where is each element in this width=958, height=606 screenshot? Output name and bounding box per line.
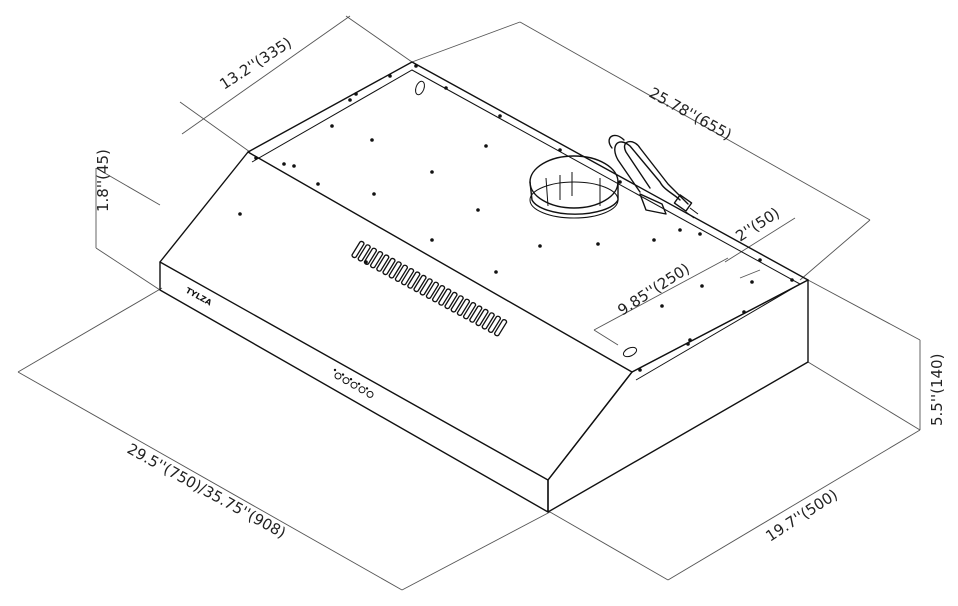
screw-hole: [330, 124, 334, 128]
vent-slot: [481, 312, 495, 330]
screw-hole: [742, 310, 746, 314]
screw-hole: [700, 284, 704, 288]
dim-height: 5.5''(140): [928, 354, 946, 426]
vent-slot: [493, 319, 508, 337]
vent-slot: [394, 264, 409, 282]
screw-hole: [618, 180, 622, 184]
screw-hole: [282, 162, 286, 166]
vent-slot: [376, 254, 390, 272]
vent-slot: [456, 298, 471, 316]
mounting-holes: [238, 64, 794, 372]
vent-louvers: [351, 240, 508, 337]
screw-hole: [652, 238, 656, 242]
vent-slot: [419, 278, 433, 296]
control-button: [366, 390, 374, 398]
screw-hole: [790, 278, 794, 282]
dim-top-length: 25.78''(655): [646, 84, 735, 144]
screw-hole: [484, 144, 488, 148]
control-button: [358, 386, 366, 394]
vent-slot: [369, 251, 384, 269]
screw-hole: [364, 260, 368, 264]
button-indicator: [365, 387, 369, 390]
vent-slot: [407, 271, 421, 289]
button-indicator: [357, 382, 361, 385]
screw-hole: [388, 74, 392, 78]
screw-hole: [254, 156, 258, 160]
control-button: [334, 372, 342, 380]
hood-body: [159, 61, 809, 513]
screw-hole: [688, 338, 692, 342]
screw-hole: [758, 258, 762, 262]
screw-hole: [538, 244, 542, 248]
screw-hole: [348, 98, 352, 102]
screw-hole: [316, 182, 320, 186]
vent-slot: [469, 305, 483, 323]
screw-hole: [750, 280, 754, 284]
screw-hole: [698, 232, 702, 236]
screw-hole: [686, 342, 690, 346]
vent-slot: [462, 302, 477, 320]
vent-slot: [351, 240, 365, 259]
screw-hole: [476, 208, 480, 212]
duct-collar: [529, 155, 619, 219]
vent-slot: [413, 274, 427, 293]
button-indicator: [341, 373, 345, 376]
dim-duct-offset: 2''(50): [732, 204, 783, 246]
dim-depth: 19.7''(500): [762, 486, 841, 546]
vent-slot: [357, 244, 371, 262]
keyhole-slots: [415, 80, 638, 358]
vent-slot: [438, 288, 452, 306]
vent-slot: [487, 315, 502, 333]
screw-hole: [372, 192, 376, 196]
button-indicator: [333, 368, 337, 372]
button-indicator: [349, 378, 353, 381]
vent-slot: [425, 281, 440, 299]
screw-hole: [498, 114, 502, 118]
screw-hole: [596, 242, 600, 246]
screw-hole: [238, 212, 242, 216]
screw-hole: [430, 238, 434, 242]
dim-width: 29.5''(750)/35.75''(908): [124, 440, 289, 542]
front-band: TYLZA: [184, 286, 374, 398]
vent-slot: [431, 285, 446, 303]
screw-hole: [638, 368, 642, 372]
control-buttons: [333, 368, 374, 398]
screw-hole: [292, 164, 296, 168]
screw-hole: [678, 228, 682, 232]
vent-slot: [382, 257, 396, 276]
screw-hole: [558, 148, 562, 152]
control-button: [350, 381, 358, 389]
vent-slot: [388, 261, 402, 279]
dimension-lines: [17, 15, 921, 591]
screw-hole: [414, 64, 418, 68]
dimension-labels: 13.2''(335) 25.78''(655) 1.8''(45) 2''(5…: [94, 34, 946, 546]
vent-slot: [475, 308, 489, 327]
control-button: [342, 377, 350, 385]
dim-top-height: 1.8''(45): [94, 149, 112, 212]
vent-slot: [400, 268, 415, 286]
screw-hole: [660, 304, 664, 308]
power-cord: [608, 134, 699, 219]
dim-duct-from-back: 9.85''(250): [614, 260, 693, 320]
screw-hole: [430, 170, 434, 174]
vent-slot: [450, 295, 464, 313]
screw-hole: [444, 86, 448, 90]
vent-slot: [444, 291, 458, 310]
screw-hole: [370, 138, 374, 142]
screw-hole: [494, 270, 498, 274]
screw-hole: [354, 92, 358, 96]
